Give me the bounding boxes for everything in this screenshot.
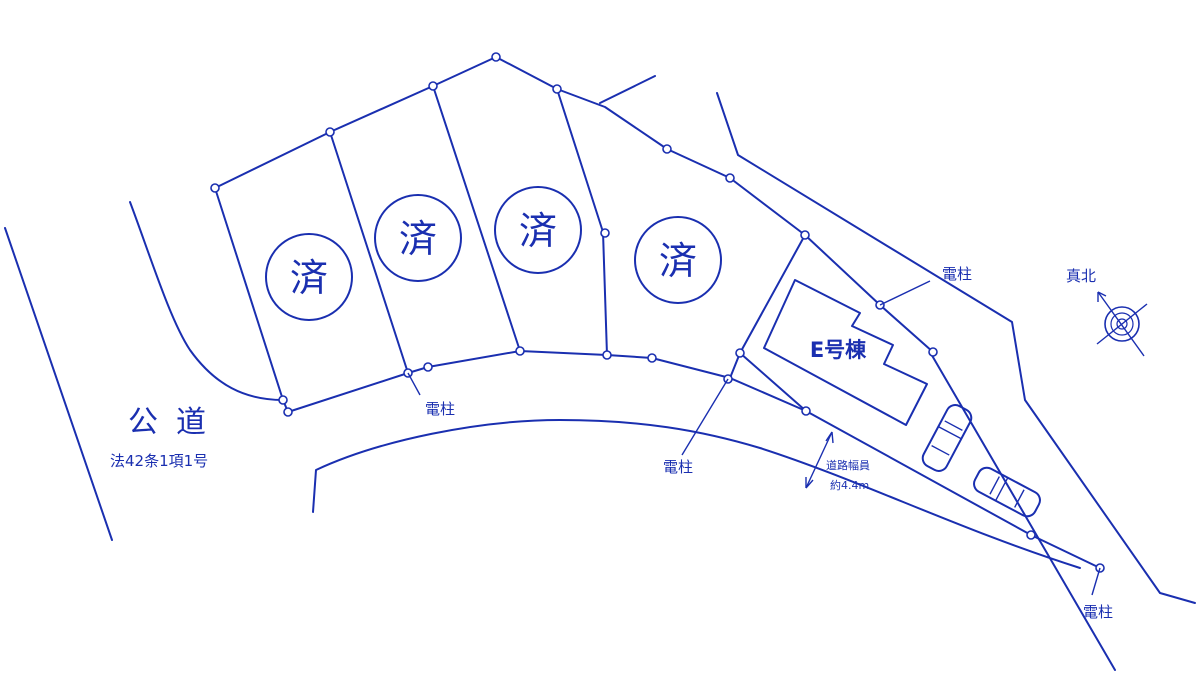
car-icon [973, 466, 1041, 518]
lot-2-ring [374, 194, 462, 282]
utility-pole-2-label: 電柱 [663, 458, 693, 476]
public-road-law: 法42条1項1号 [110, 452, 208, 470]
public-road-label: 公道 法42条1項1号 [110, 405, 224, 470]
lot-3-label: 済 [519, 209, 557, 253]
utility-pole-1[interactable]: 電柱 [407, 372, 455, 418]
utility-pole-3[interactable]: 電柱 [875, 265, 972, 310]
north-label: 真北 [1066, 267, 1096, 285]
lot-3-ring [494, 186, 582, 274]
car-icon [921, 404, 973, 472]
utility-pole-4[interactable]: 電柱 [1083, 563, 1113, 621]
lot-4[interactable]: 済 [634, 216, 722, 304]
public-road-name: 公道 [128, 405, 224, 440]
lot-2[interactable]: 済 [374, 194, 462, 282]
utility-pole-3-label: 電柱 [942, 265, 972, 283]
lot-1-ring [265, 233, 353, 321]
road-width-label: 道路幅員 [826, 458, 870, 472]
lot-2-label: 済 [399, 217, 437, 261]
house-e-label: E号棟 [810, 338, 867, 362]
lot-4-ring [634, 216, 722, 304]
road-width-dimension: 道路幅員 約4.4m [805, 431, 870, 492]
north-compass-icon: 真北 [1066, 267, 1148, 357]
utility-pole-4-label: 電柱 [1083, 603, 1113, 621]
lot-boundaries [214, 56, 1101, 569]
lot-4-label: 済 [659, 239, 697, 283]
utility-pole-1-label: 電柱 [425, 400, 455, 418]
lot-1[interactable]: 済 [265, 233, 353, 321]
lot-3[interactable]: 済 [494, 186, 582, 274]
road-width-value: 約4.4m [830, 478, 869, 492]
boundary-markers [210, 52, 1036, 540]
utility-pole-2[interactable]: 電柱 [663, 374, 733, 476]
road-boundaries [4, 75, 1196, 671]
lot-1-label: 済 [290, 256, 328, 300]
house-e[interactable]: E号棟 [763, 279, 928, 426]
